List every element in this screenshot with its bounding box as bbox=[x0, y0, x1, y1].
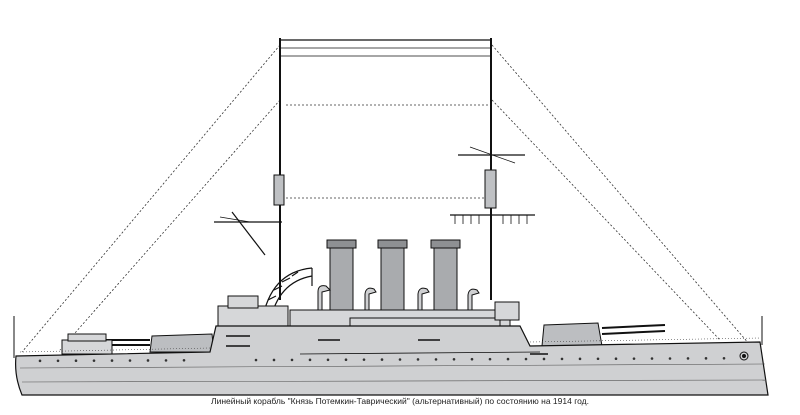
porthole bbox=[38, 359, 42, 363]
porthole bbox=[524, 357, 528, 361]
porthole bbox=[542, 357, 546, 361]
funnel-middle bbox=[380, 242, 405, 314]
porthole bbox=[632, 357, 636, 360]
porthole bbox=[452, 357, 456, 361]
porthole bbox=[578, 357, 582, 361]
porthole bbox=[650, 357, 654, 360]
funnel-forward bbox=[329, 242, 354, 314]
hull bbox=[15, 325, 769, 396]
aft-turret bbox=[541, 322, 666, 347]
porthole bbox=[128, 359, 132, 362]
rigging-stays bbox=[21, 44, 751, 353]
porthole bbox=[488, 357, 492, 361]
porthole bbox=[290, 358, 294, 362]
porthole bbox=[506, 357, 510, 361]
flagstaffs bbox=[13, 316, 763, 358]
porthole bbox=[308, 358, 312, 362]
porthole bbox=[326, 358, 330, 362]
porthole bbox=[704, 357, 708, 360]
casemate-guns bbox=[226, 335, 548, 355]
forecastle-boats bbox=[61, 333, 113, 355]
main-mast bbox=[450, 38, 535, 300]
porthole bbox=[272, 358, 276, 362]
funnel-aft bbox=[433, 242, 458, 314]
porthole bbox=[146, 359, 150, 362]
porthole bbox=[380, 358, 384, 361]
porthole bbox=[92, 359, 96, 362]
porthole bbox=[596, 357, 600, 361]
porthole bbox=[344, 358, 348, 362]
porthole bbox=[668, 357, 672, 360]
porthole bbox=[560, 357, 564, 361]
fore-mast bbox=[214, 38, 285, 300]
porthole bbox=[164, 359, 168, 362]
funnels bbox=[326, 239, 461, 314]
porthole bbox=[110, 359, 114, 362]
porthole bbox=[362, 358, 366, 361]
porthole bbox=[254, 358, 258, 362]
porthole bbox=[182, 359, 186, 362]
portholes bbox=[38, 356, 726, 363]
porthole bbox=[434, 358, 438, 361]
stern-anchor bbox=[739, 351, 749, 361]
porthole bbox=[470, 357, 474, 361]
wireless-aerial bbox=[280, 39, 492, 57]
porthole bbox=[614, 357, 618, 360]
figure-caption: Линейный корабль "Князь Потемкин-Тавриче… bbox=[211, 396, 589, 406]
porthole bbox=[74, 359, 78, 363]
porthole bbox=[398, 358, 402, 361]
porthole bbox=[416, 358, 420, 361]
porthole bbox=[722, 356, 726, 360]
porthole bbox=[686, 357, 690, 360]
porthole bbox=[56, 359, 60, 363]
